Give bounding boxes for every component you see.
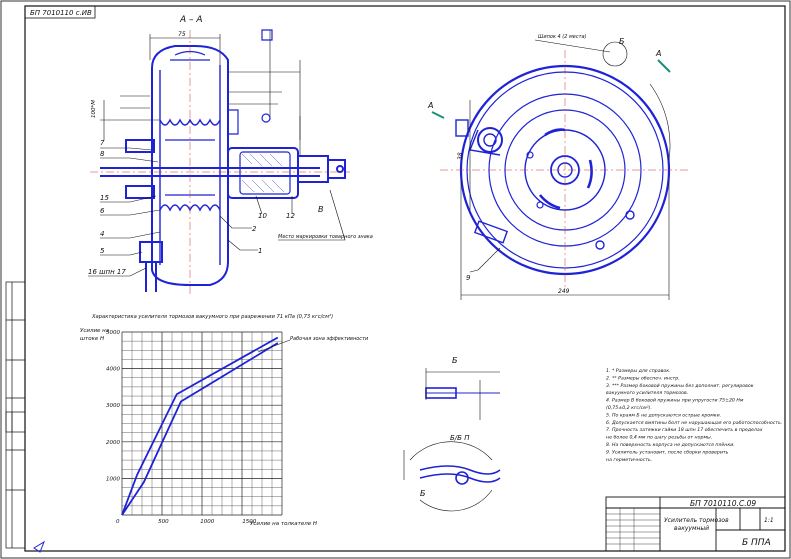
- callout-top-right: Шипок 4 (2 места): [538, 34, 587, 40]
- detail-b: Б: [425, 356, 500, 420]
- title-name-1: Усилитель тормозов: [664, 517, 729, 524]
- series-line-upper: [121, 336, 279, 516]
- left-margin-boxes: [5, 281, 26, 549]
- title-scale: 1:1: [764, 517, 774, 524]
- series-line-lower: [121, 342, 279, 516]
- leader-6: 6: [100, 207, 105, 215]
- y-tick-label: 3000: [106, 403, 120, 409]
- leader-8: 8: [100, 150, 105, 158]
- note-line: 8. На поверхность корпуса не допускаются…: [606, 442, 735, 448]
- leader-10: 10: [258, 212, 267, 220]
- title-code: БП 7010110.С.09: [690, 499, 756, 508]
- note-line: 3. *** Размер боковой пружины без дополн…: [606, 383, 754, 389]
- note-line: 6. Допускается вмятины болт не нарушающа…: [606, 420, 782, 426]
- view-mark-b-top: Б: [619, 37, 625, 46]
- section-label: А – А: [179, 15, 203, 25]
- leader-7: 7: [100, 139, 105, 147]
- leader-12: 12: [286, 212, 295, 220]
- chart-lines: [121, 336, 279, 516]
- detail-bb: Б/Б П Б: [403, 434, 501, 512]
- x-tick-label: 1000: [200, 519, 214, 525]
- front-view: А А Б Шипок 4 (2 места) 249 38 9: [427, 34, 690, 300]
- note-line: (0,75±0,2 кгс/см²).: [606, 405, 652, 411]
- title-block: БП 7010110.С.09 Усилитель тормозов вакуу…: [605, 496, 786, 552]
- corner-mark: [33, 540, 46, 553]
- dim-front: 249: [558, 288, 570, 295]
- y-tick-label: 5000: [106, 330, 120, 336]
- y-tick-label: 1000: [106, 476, 120, 482]
- sheet-label-b: Б: [452, 356, 458, 365]
- title-name-2: вакуумный: [674, 525, 709, 532]
- note-line: 1. * Размеры для справок.: [606, 368, 671, 374]
- detail-b-title: Б/Б П: [450, 434, 470, 442]
- chart-grid: [121, 331, 283, 516]
- y-tick-label: 4000: [106, 367, 120, 373]
- note-line: 7. Прочность затяжки гайки 18 шпн 17 обе…: [606, 427, 763, 433]
- view-mark-b-detail: Б: [420, 489, 426, 498]
- chart-ylabel-2: штоке Н: [80, 336, 104, 342]
- chart-xlabel: Усилие на толкателе Н: [250, 521, 317, 527]
- leader-5: 5: [100, 247, 105, 255]
- note-line: 4. Размер В боковой пружины при упругост…: [606, 398, 744, 404]
- leader-16-17: 16 шпн 17: [88, 268, 126, 276]
- y-tick-label: 2000: [106, 440, 120, 446]
- inner-frame: [24, 5, 786, 552]
- x-tick-label: 1500: [242, 519, 256, 525]
- dim-left-2: 38: [457, 152, 464, 160]
- characteristic-chart: Характеристика усилителя тормозов вакуум…: [80, 314, 369, 527]
- leader-1: 1: [258, 247, 262, 255]
- x-tick-label: 0: [116, 519, 120, 525]
- leader-2: 2: [252, 225, 257, 233]
- note-line: на герметичность.: [606, 458, 652, 463]
- chart-title: Характеристика усилителя тормозов вакуум…: [91, 314, 333, 320]
- note-line: 9. Усилитель установит, после сборки про…: [606, 449, 729, 455]
- view-mark-v: В: [318, 205, 324, 214]
- note-line: вакуумного усилителя тормозов.: [606, 391, 688, 396]
- note-label-1: Место маркировки товарного знака: [278, 234, 373, 240]
- leader-9: 9: [466, 274, 471, 282]
- top-stamp-box: [24, 5, 96, 19]
- note-label-2: Рабочая зона эффективности: [290, 336, 369, 342]
- section-arrows: [431, 59, 671, 119]
- top-stamp: БП 7010110 с.ИВ: [30, 9, 92, 17]
- view-mark-a-left: А: [427, 101, 433, 110]
- chart-ticks: 0 500 1000 1500 1000 2000 3000 4000 5000: [106, 330, 257, 525]
- x-tick-label: 500: [158, 519, 169, 525]
- dim-top-a: 75: [178, 31, 186, 38]
- note-line: 5. По краям Б не допускаются острые кром…: [606, 412, 721, 418]
- dim-left-1: 100*М: [91, 100, 97, 118]
- leader-15: 15: [100, 194, 109, 202]
- chart-ylabel-1: Усилие на: [80, 328, 110, 334]
- section-view: А – А 75 100*М: [88, 15, 373, 295]
- leader-4: 4: [100, 230, 104, 238]
- technical-notes: 1. * Размеры для справок.2. ** Размеры о…: [606, 368, 782, 463]
- note-line: 2. ** Размеры обеспеч. инстр.: [606, 375, 680, 381]
- view-mark-a-right: А: [655, 49, 661, 58]
- note-line: не более 0,4 мм по шагу резьбы от нормы.: [606, 435, 712, 441]
- title-sheet: Б ППА: [742, 538, 771, 548]
